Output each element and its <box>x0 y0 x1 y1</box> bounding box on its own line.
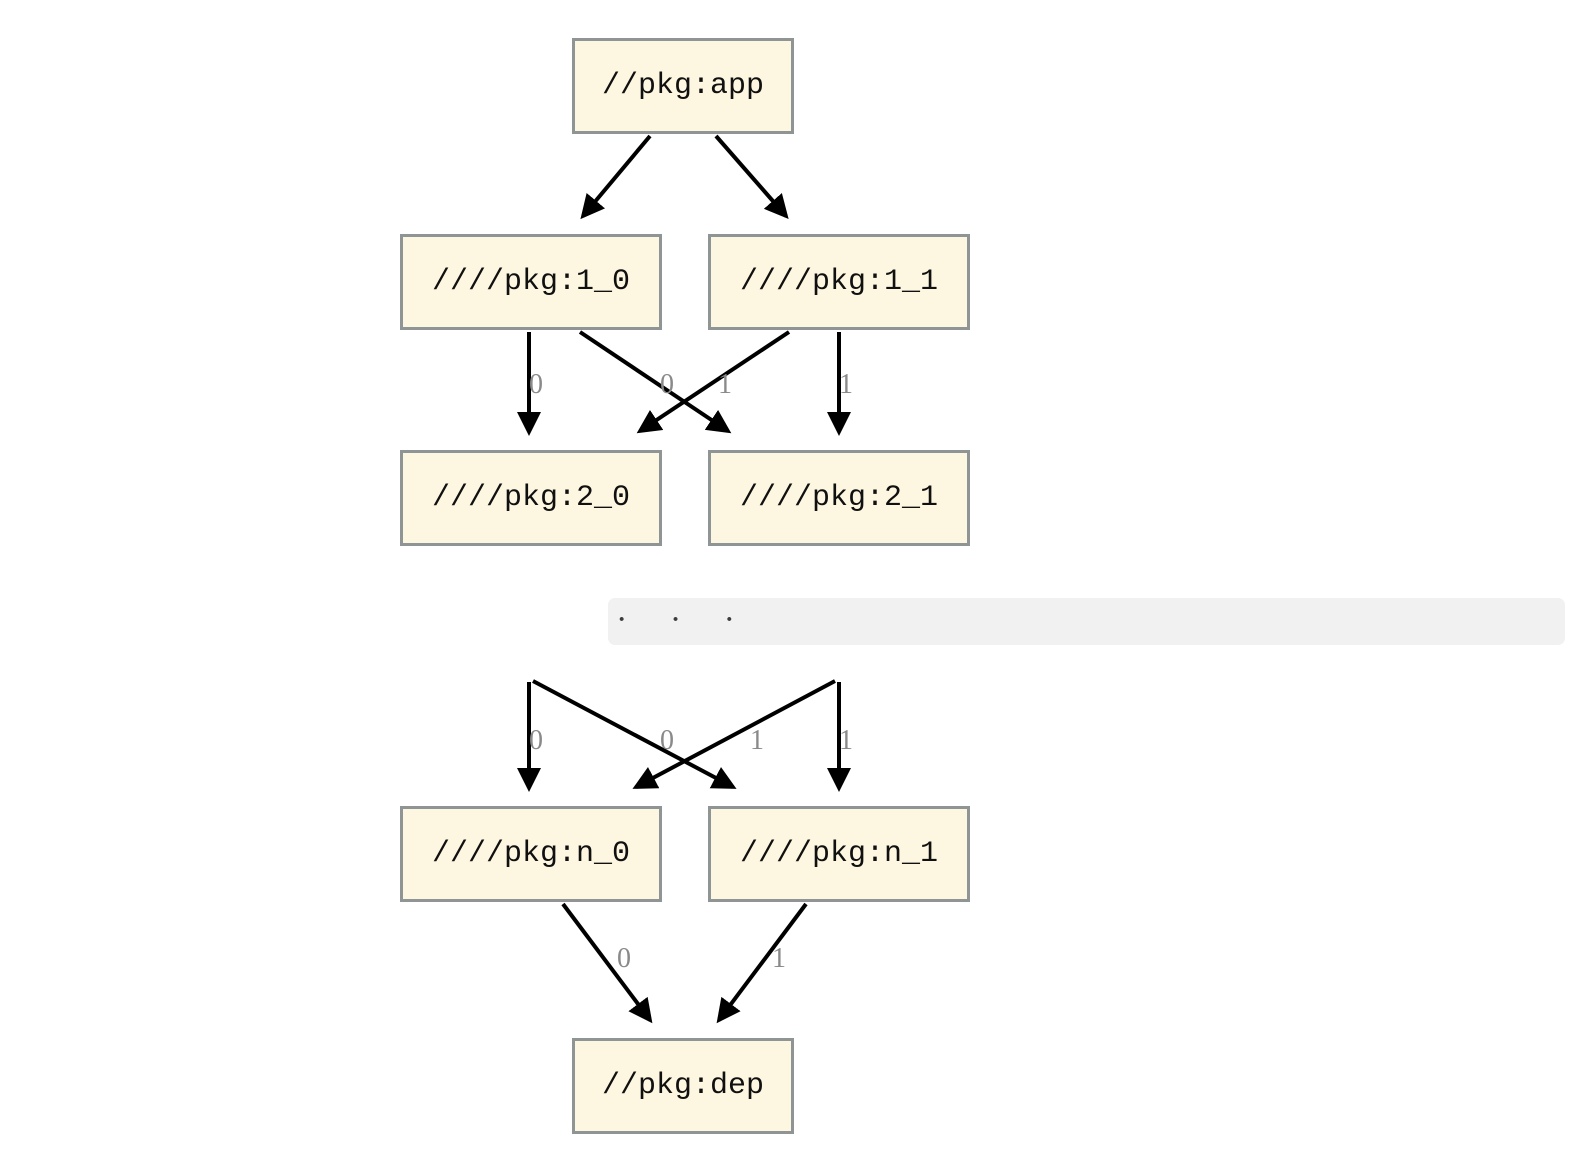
node-pkg-n_1[interactable]: ////pkg:n_1 <box>708 806 970 902</box>
node-pkg-dep[interactable]: //pkg:dep <box>572 1038 794 1134</box>
node-pkg-2_1[interactable]: ////pkg:2_1 <box>708 450 970 546</box>
node-label: ////pkg:n_1 <box>739 837 939 871</box>
edge-n_0-to-dep <box>561 902 653 1024</box>
node-label: //pkg:app <box>601 69 765 103</box>
edge-app-to-1_0 <box>580 134 652 220</box>
edge-app-to-1_1 <box>714 134 789 220</box>
node-label: ////pkg:1_1 <box>739 265 939 299</box>
edge-label: 1 <box>839 369 853 400</box>
node-label: ////pkg:2_1 <box>739 481 939 515</box>
edge-label: 0 <box>529 369 543 400</box>
ellipsis-dots: · · · <box>616 601 752 638</box>
edge-label: 0 <box>660 725 674 756</box>
edge-label: 0 <box>529 725 543 756</box>
edge-label: 1 <box>750 725 764 756</box>
node-label: ////pkg:2_0 <box>431 481 631 515</box>
edge-hidden-left-to-n_1 <box>532 679 737 789</box>
node-pkg-1_1[interactable]: ////pkg:1_1 <box>708 234 970 330</box>
edge-1_1-to-2_0 <box>636 330 791 434</box>
edge-1_0-to-2_1 <box>578 330 732 434</box>
edge-hidden-right-to-n_0 <box>632 679 836 789</box>
edge-label: 0 <box>617 943 631 974</box>
edge-n_1-to-dep <box>716 902 808 1024</box>
node-pkg-1_0[interactable]: ////pkg:1_0 <box>400 234 662 330</box>
ellipsis-band: · · · <box>608 598 1565 645</box>
edge-label: 0 <box>660 369 674 400</box>
node-label: ////pkg:1_0 <box>431 265 631 299</box>
edge-label: 1 <box>772 943 786 974</box>
edge-label: 1 <box>718 369 732 400</box>
node-pkg-2_0[interactable]: ////pkg:2_0 <box>400 450 662 546</box>
node-label: //pkg:dep <box>601 1069 765 1103</box>
node-pkg-n_0[interactable]: ////pkg:n_0 <box>400 806 662 902</box>
node-label: ////pkg:n_0 <box>431 837 631 871</box>
node-pkg-app[interactable]: //pkg:app <box>572 38 794 134</box>
edge-label: 1 <box>839 725 853 756</box>
